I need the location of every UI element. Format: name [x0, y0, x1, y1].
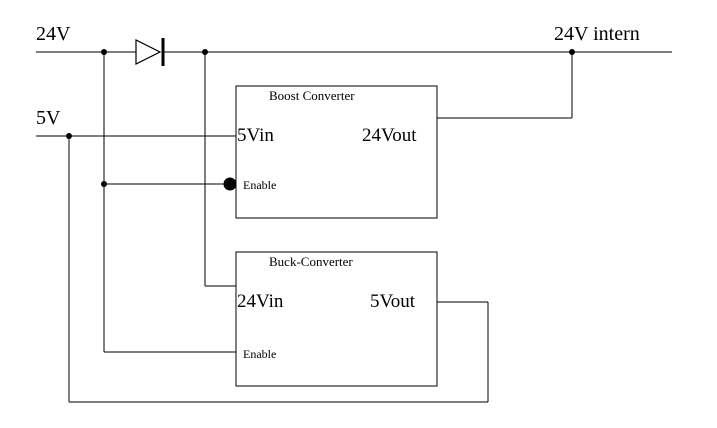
buck-output-label: 5Vout — [370, 291, 416, 312]
boost-converter-title: Boost Converter — [269, 88, 355, 103]
buck-input-wire — [204, 52, 236, 287]
rail-24v-intern-label: 24V intern — [554, 23, 640, 45]
rail-5v-label: 5V — [36, 107, 61, 129]
buck-output-wire — [68, 136, 489, 403]
diode-icon — [135, 38, 165, 66]
boost-enable-label: Enable — [243, 178, 276, 192]
enable-terminal-dot — [223, 177, 237, 191]
buck-input-label: 24Vin — [237, 291, 284, 312]
boost-converter-block: Boost Converter 5Vin 24Vout Enable — [235, 85, 438, 219]
boost-input-label: 5Vin — [237, 125, 274, 146]
rail-24v-label: 24V — [36, 23, 71, 45]
boost-output-label: 24Vout — [362, 125, 417, 146]
buck-converter-block: Buck-Converter 24Vin 5Vout Enable — [235, 251, 438, 387]
buck-converter-title: Buck-Converter — [269, 254, 353, 269]
buck-enable-label: Enable — [243, 347, 276, 361]
junction-dot — [101, 181, 107, 187]
boost-output-wire — [437, 52, 573, 119]
enable-wire — [103, 52, 236, 353]
